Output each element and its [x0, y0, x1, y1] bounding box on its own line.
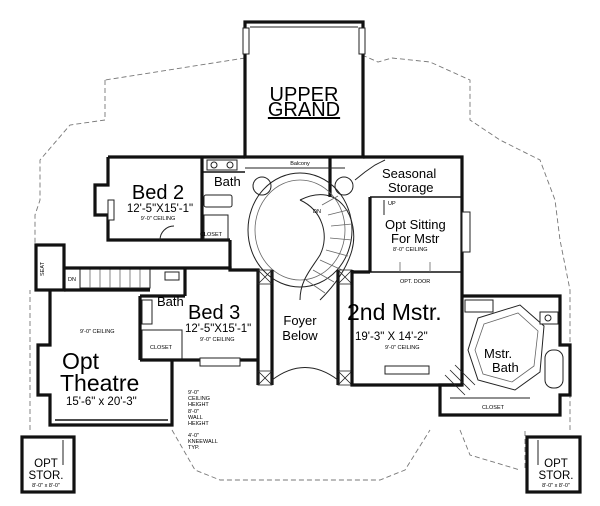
opt-sitting-ceiling: 8'-0" CEILING: [393, 247, 428, 253]
theatre-ceiling: 9'-0" CEILING: [80, 329, 115, 335]
bed2-label: Bed 2: [132, 182, 184, 204]
seat-area: SEAT DN: [34, 243, 185, 292]
upper-grand-label-line2: GRAND: [268, 99, 340, 121]
main-walls: [93, 155, 464, 296]
closet-bed3-label: CLOSET: [150, 345, 173, 351]
bed2-size: 12'-5"X15'-1": [127, 203, 193, 215]
kneewall-note-line: 4'-0": [188, 433, 199, 439]
foyer-room: Foyer Below: [257, 269, 353, 386]
opt-storage-right-label: OPT: [544, 458, 568, 470]
grand-stair: Balcony DN: [245, 161, 355, 301]
up-label: UP: [388, 201, 396, 207]
balcony-label: Balcony: [290, 161, 310, 167]
theatre-size: 15'-6" x 20'-3": [66, 396, 137, 408]
down-left-label: DN: [68, 277, 76, 283]
bed2-room: Bed 2 12'-5"X15'-1" 9'-0" CEILING: [107, 182, 193, 241]
kneewall-note-line: TYP.: [188, 445, 200, 451]
theatre-label: Opt: [62, 348, 100, 374]
upper-grand-label: UPPER: [270, 84, 339, 106]
kneewall-note-line: CEILING: [188, 396, 210, 402]
seasonal-storage-room: Seasonal Storage: [354, 159, 436, 195]
bath-upper: Bath CLOSET: [200, 159, 241, 240]
bed3-label: Bed 3: [188, 302, 240, 324]
opt-sitting-label-line2: For Mstr: [391, 231, 440, 246]
second-master-label: 2nd Mstr.: [347, 299, 442, 325]
bath-mid-label: Bath: [157, 294, 184, 309]
theatre-label-line2: Theatre: [60, 370, 139, 396]
opt-storage-left-size: 8'-0" x 8'-0": [32, 483, 60, 489]
upper-grand-room: UPPER GRAND: [242, 20, 366, 159]
kneewall-note-line: 9'-0": [188, 390, 199, 396]
second-master-size: 19'-3" X 14'-2": [355, 331, 428, 343]
opt-storage-left-label-line2: STOR.: [29, 470, 64, 482]
opt-sitting-room: UP Opt Sitting For Mstr 8'-0" CEILING OP…: [383, 200, 471, 285]
master-bath-label: Mstr.: [484, 346, 512, 361]
bed3-size: 12'-5"X15'-1": [185, 323, 251, 335]
foyer-label: Foyer: [283, 313, 317, 328]
kneewall-note-line: WALL: [188, 415, 203, 421]
stair-down-label: DN: [313, 209, 321, 215]
closet-master-label: CLOSET: [482, 405, 505, 411]
opt-storage-right-label-line2: STOR.: [539, 470, 574, 482]
opt-sitting-label: Opt Sitting: [385, 217, 446, 232]
seasonal-storage-label: Seasonal: [382, 166, 436, 181]
second-master-room: 2nd Mstr. 19'-3" X 14'-2" 9'-0" CEILING: [347, 270, 464, 387]
bed3-room: Bath Bed 3 12'-5"X15'-1" 9'-0" CEILING C…: [140, 266, 260, 385]
kneewall-note: 9'-0" CEILING HEIGHT 8'-0" WALL HEIGHT 4…: [188, 390, 218, 451]
foyer-label-line2: Below: [282, 328, 318, 343]
bath-upper-label: Bath: [214, 174, 241, 189]
kneewall-note-line: HEIGHT: [188, 421, 209, 427]
seat-label: SEAT: [40, 261, 46, 276]
seasonal-storage-label-line2: Storage: [388, 180, 434, 195]
kneewall-note-line: 8'-0": [188, 409, 199, 415]
closet-bed2-label: CLOSET: [200, 232, 223, 238]
opt-storage-left: OPT STOR. 8'-0" x 8'-0": [20, 435, 76, 494]
roof-outline: [29, 54, 571, 481]
theatre-room: 9'-0" CEILING Opt Theatre 15'-6" x 20'-3…: [36, 290, 174, 427]
master-bath-room: Mstr. Bath CLOSET: [438, 294, 572, 417]
bed2-ceiling: 9'-0" CEILING: [141, 216, 176, 222]
kneewall-note-line: HEIGHT: [188, 402, 209, 408]
bed3-ceiling: 9'-0" CEILING: [200, 337, 235, 343]
opt-door-label: OPT. DOOR: [400, 279, 430, 285]
opt-storage-right: OPT STOR. 8'-0" x 8'-0": [525, 435, 582, 494]
master-bath-label-line2: Bath: [492, 360, 519, 375]
second-master-ceiling: 9'-0" CEILING: [385, 345, 420, 351]
opt-storage-left-label: OPT: [34, 458, 58, 470]
kneewall-note-line: KNEEWALL: [188, 439, 218, 445]
opt-storage-right-size: 8'-0" x 8'-0": [542, 483, 570, 489]
